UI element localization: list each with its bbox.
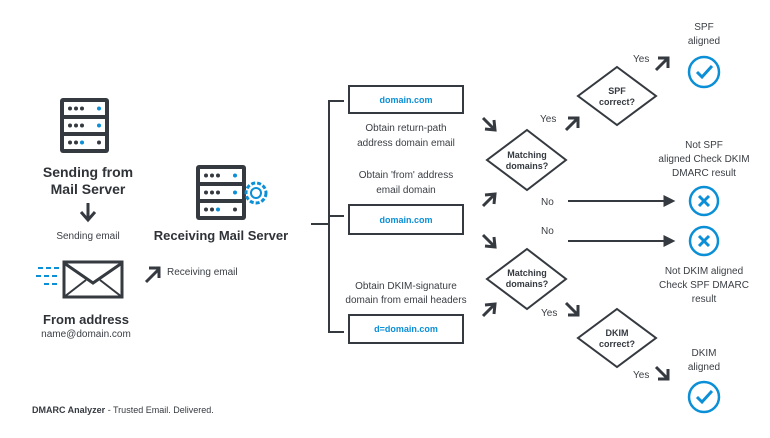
sending-email-label: Sending email xyxy=(56,231,119,242)
gear-icon xyxy=(244,181,268,205)
branch-label-yes: Yes xyxy=(540,114,556,125)
envelope-icon xyxy=(36,260,124,299)
decision-label-1: Matching xyxy=(507,150,547,160)
check-circle-icon xyxy=(687,380,721,414)
branch-arrows xyxy=(564,56,676,381)
dkim-caption-2: domain from email headers xyxy=(345,295,466,306)
not-dkim-label-3: result xyxy=(692,294,717,305)
branch-label-yes: Yes xyxy=(633,54,649,65)
from-domain-caption-1: Obtain 'from' address xyxy=(359,170,453,181)
sending-server-title-2: Mail Server xyxy=(51,181,126,197)
decision-label-2: domains? xyxy=(506,279,549,289)
decision-label-2: correct? xyxy=(599,339,635,349)
domain-box-value: d=domain.com xyxy=(374,324,438,334)
from-domain-caption-2: email domain xyxy=(376,185,435,196)
not-spf-label-3: DMARC result xyxy=(672,168,736,179)
not-dkim-label-1: Not DKIM aligned xyxy=(665,266,743,277)
dkim-aligned-label-1: DKIM xyxy=(692,348,717,359)
diagonal-arrow-icon xyxy=(144,266,161,284)
footer-text: DMARC Analyzer - Trusted Email. Delivere… xyxy=(32,405,214,415)
dkim-aligned-label-2: aligned xyxy=(688,362,720,373)
not-spf-label-1: Not SPF xyxy=(685,140,723,151)
bracket-connector xyxy=(311,100,344,333)
footer-brand: DMARC Analyzer xyxy=(32,405,106,415)
branch-label-no: No xyxy=(541,197,554,208)
branch-label-yes: Yes xyxy=(633,370,649,381)
return-path-caption-1: Obtain return-path xyxy=(365,123,446,134)
check-circle-icon xyxy=(687,55,721,89)
x-circle-icon xyxy=(688,225,720,257)
decision-matching-domains-top: Matching domains? xyxy=(485,128,568,192)
not-dkim-label-2: Check SPF DMARC xyxy=(659,280,749,291)
footer-tagline: - Trusted Email. Delivered. xyxy=(105,405,214,415)
domain-box-dkim: d=domain.com xyxy=(348,314,464,344)
sending-server-title-1: Sending from xyxy=(43,164,133,180)
sending-server-icon xyxy=(60,98,109,153)
domain-box-value: domain.com xyxy=(379,215,432,225)
domain-box-value: domain.com xyxy=(379,95,432,105)
receiving-server-title: Receiving Mail Server xyxy=(154,228,288,243)
return-path-caption-2: address domain email xyxy=(357,138,455,149)
decision-label-2: domains? xyxy=(506,161,549,171)
receiving-server-icon xyxy=(196,165,246,220)
decision-label-1: DKIM xyxy=(606,328,629,338)
decision-label-1: Matching xyxy=(507,268,547,278)
decision-spf-correct: SPF correct? xyxy=(576,65,658,127)
decision-label-1: SPF xyxy=(608,86,626,96)
down-arrow-icon xyxy=(79,203,97,223)
decision-dkim-correct: DKIM correct? xyxy=(576,307,658,369)
branch-label-yes: Yes xyxy=(541,308,557,319)
branch-label-no: No xyxy=(541,226,554,237)
x-circle-icon xyxy=(688,185,720,217)
spf-aligned-label-1: SPF xyxy=(694,22,713,33)
from-address-title: From address xyxy=(43,312,129,327)
dkim-caption-1: Obtain DKIM-signature xyxy=(355,281,457,292)
from-address-value: name@domain.com xyxy=(41,329,131,340)
domain-box-return-path: domain.com xyxy=(348,85,464,114)
spf-aligned-label-2: aligned xyxy=(688,36,720,47)
receiving-email-label: Receiving email xyxy=(167,267,238,278)
not-spf-label-2: aligned Check DKIM xyxy=(658,154,749,165)
decision-matching-domains-bottom: Matching domains? xyxy=(485,247,568,311)
domain-box-from: domain.com xyxy=(348,204,464,235)
decision-label-2: correct? xyxy=(599,97,635,107)
connector-arrows xyxy=(481,116,497,318)
